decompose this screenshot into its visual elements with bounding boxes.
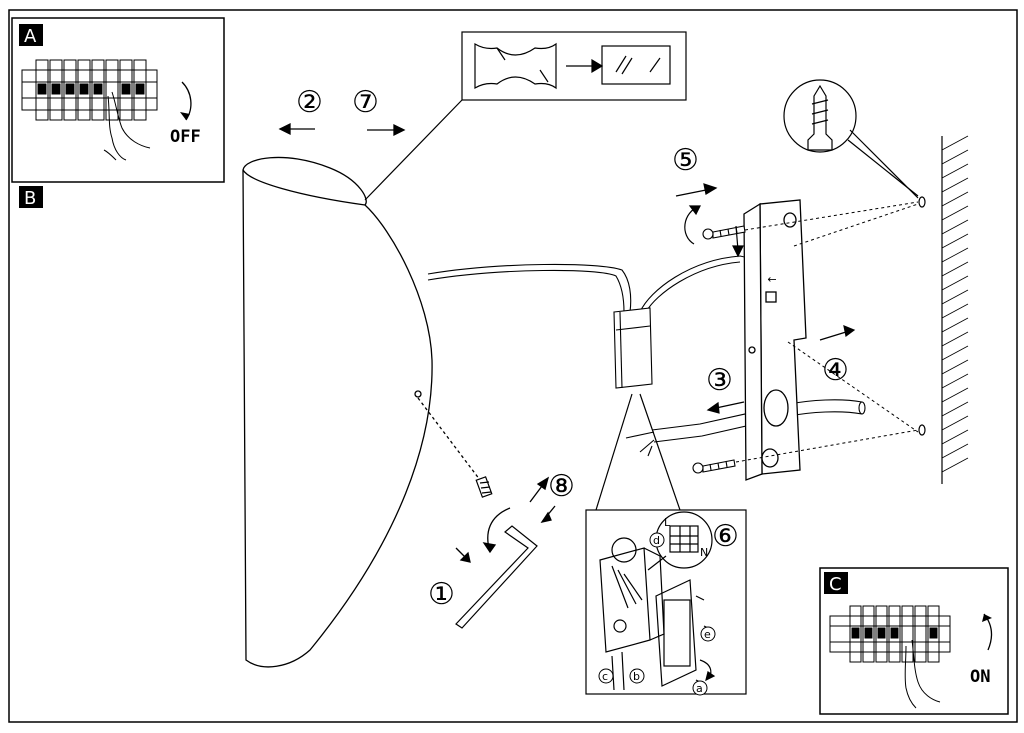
panel-b-tag [19, 186, 43, 208]
step-number-8: ⑧ [548, 469, 575, 504]
panel-b: B [19, 186, 43, 209]
panel-a-tag-text: A [24, 26, 37, 47]
marker-a: a [696, 682, 703, 695]
panel-a-tag [19, 24, 43, 46]
terminal-label-n: N [700, 546, 708, 559]
marker-c: c [602, 670, 608, 683]
screw-upper [702, 225, 746, 240]
step-number-3: ③ [706, 363, 733, 398]
rotation-arrows [455, 476, 556, 563]
direction-arrows-mid [706, 325, 856, 414]
marker-e: e [704, 628, 711, 641]
terminal-label-l: L [664, 516, 671, 529]
panel-a-off-label: OFF [170, 127, 201, 147]
diffuser-callout [364, 31, 687, 201]
step-number-5: ⑤ [672, 143, 699, 178]
screw-lower [692, 459, 736, 474]
panel-c-tag-text: C [829, 574, 842, 595]
marker-d: d [653, 534, 660, 547]
panel-c: C ON [819, 567, 1009, 715]
marker-b: b [633, 670, 640, 683]
lamp-body [242, 156, 481, 668]
step-number-2: ② [296, 85, 323, 120]
wall [918, 135, 969, 484]
panel-c-tag [824, 572, 848, 594]
step-number-1: ① [428, 577, 455, 612]
allen-key [455, 525, 538, 629]
rotate-arrow-step5 [675, 183, 744, 258]
svg-text:↑: ↑ [766, 275, 779, 284]
junction-detail [585, 393, 747, 695]
step-number-7: ⑦ [352, 85, 379, 120]
direction-arrows-top [278, 122, 406, 137]
step-number-4: ④ [822, 353, 849, 388]
panel-a: A OFF [11, 17, 225, 183]
outer-border [8, 9, 1018, 723]
grub-screw [475, 476, 493, 498]
step-number-6: ⑥ [712, 519, 739, 554]
panel-c-on-label: ON [970, 667, 990, 687]
terminal-letter-markers [598, 532, 716, 696]
breaker-panel-a [21, 59, 158, 161]
breaker-panel-c [829, 605, 951, 709]
panel-b-tag-text: B [24, 188, 36, 209]
guide-lines [735, 201, 919, 463]
wall-plug-callout [783, 79, 919, 199]
mounting-bracket: ↑ [743, 199, 807, 481]
